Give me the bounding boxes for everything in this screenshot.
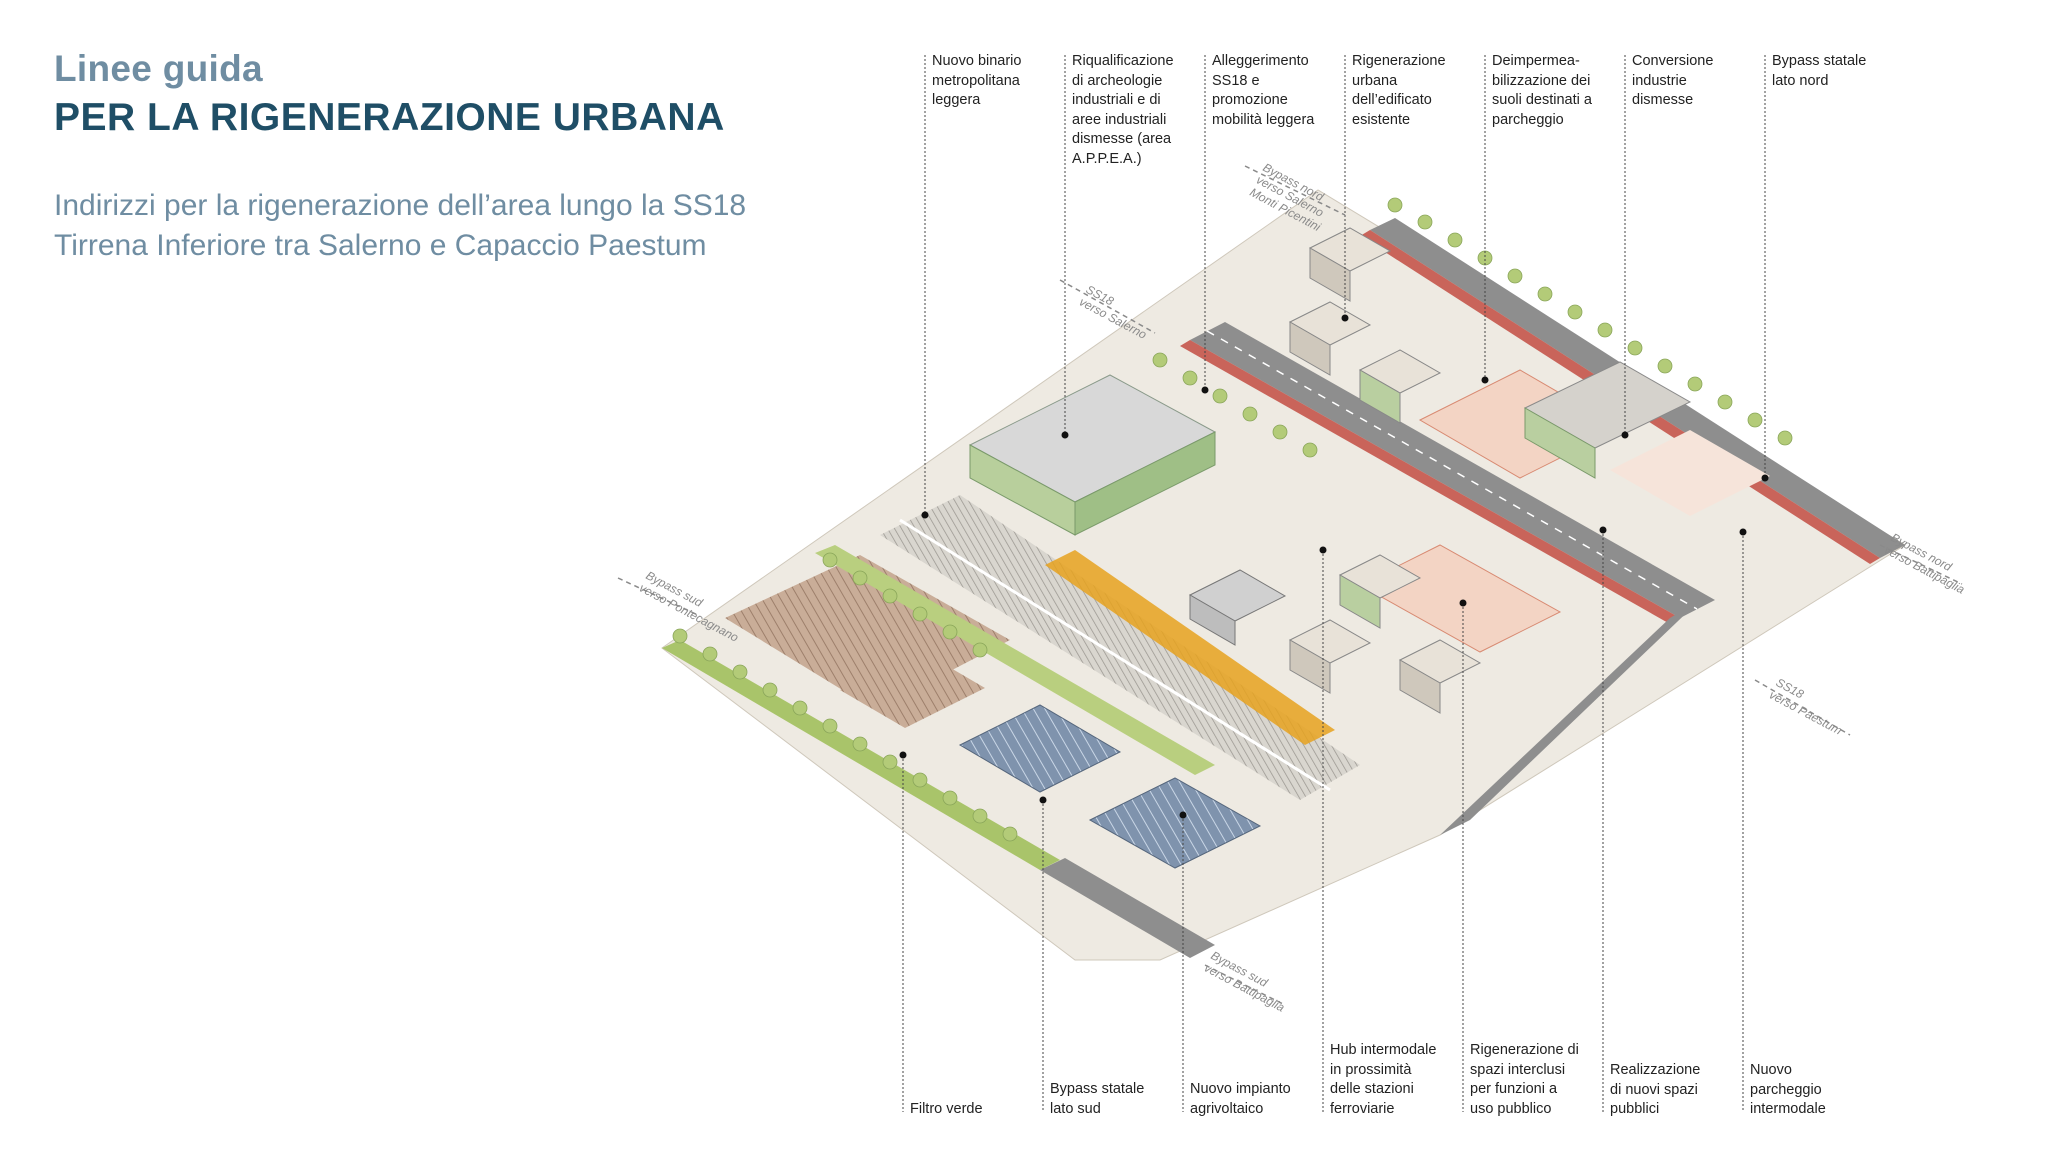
ss18-bike-lane xyxy=(1180,340,1680,624)
agrivoltaic-greenhouse-1 xyxy=(958,704,1122,793)
cross-road xyxy=(1440,600,1700,835)
tree-rows xyxy=(672,197,1793,842)
converted-industry-face xyxy=(1524,407,1596,479)
bypass-sud-road xyxy=(1040,858,1215,958)
green-filter-strip xyxy=(662,640,1060,870)
building-a-face xyxy=(1289,321,1331,376)
title-line-2: PER LA RIGENERAZIONE URBANA xyxy=(54,96,725,139)
subtitle-line-2: Tirrena Inferiore tra Salerno e Capaccio… xyxy=(54,229,707,262)
road-label-ss18-paestum: SS18 verso Paestum xyxy=(1767,675,1851,737)
building-f-face xyxy=(1399,659,1441,714)
leader-lines-bottom xyxy=(902,530,1744,1112)
building-c-face xyxy=(1309,247,1351,302)
green-filter-strip-2 xyxy=(815,545,1215,775)
subtitle: Indirizzi per la rigenerazione dell’area… xyxy=(54,186,746,266)
metro-light-rail-line xyxy=(1045,550,1335,745)
road-label-bypass-sud-battipaglia: Bypass sud verso Battipaglia xyxy=(1202,948,1294,1015)
building-b-face xyxy=(1359,369,1401,424)
label-filtro-verde: Filtro verde xyxy=(910,1101,983,1117)
public-plaza-3 xyxy=(1610,430,1770,516)
direction-arrows xyxy=(617,165,1963,1006)
station-building-face xyxy=(1189,594,1236,646)
leader-dots-bottom xyxy=(899,526,1747,819)
leader-lines-top xyxy=(924,55,1766,515)
railway-corridor xyxy=(880,495,1360,800)
building-e-face xyxy=(1289,639,1331,694)
industrial-building-side xyxy=(1074,431,1216,536)
road-label-bypass-nord-battipaglia: Bypass nord verso Battipaglia xyxy=(1882,530,1974,597)
agrivoltaic-greenhouse-2 xyxy=(1088,777,1262,869)
subtitle-line-1: Indirizzi per la rigenerazione dell’area… xyxy=(54,189,747,222)
building-d-face xyxy=(1339,574,1381,629)
agricultural-field-2 xyxy=(840,650,985,728)
title-line-1: Linee guida xyxy=(54,48,263,89)
leader-dots-top xyxy=(921,314,1769,519)
